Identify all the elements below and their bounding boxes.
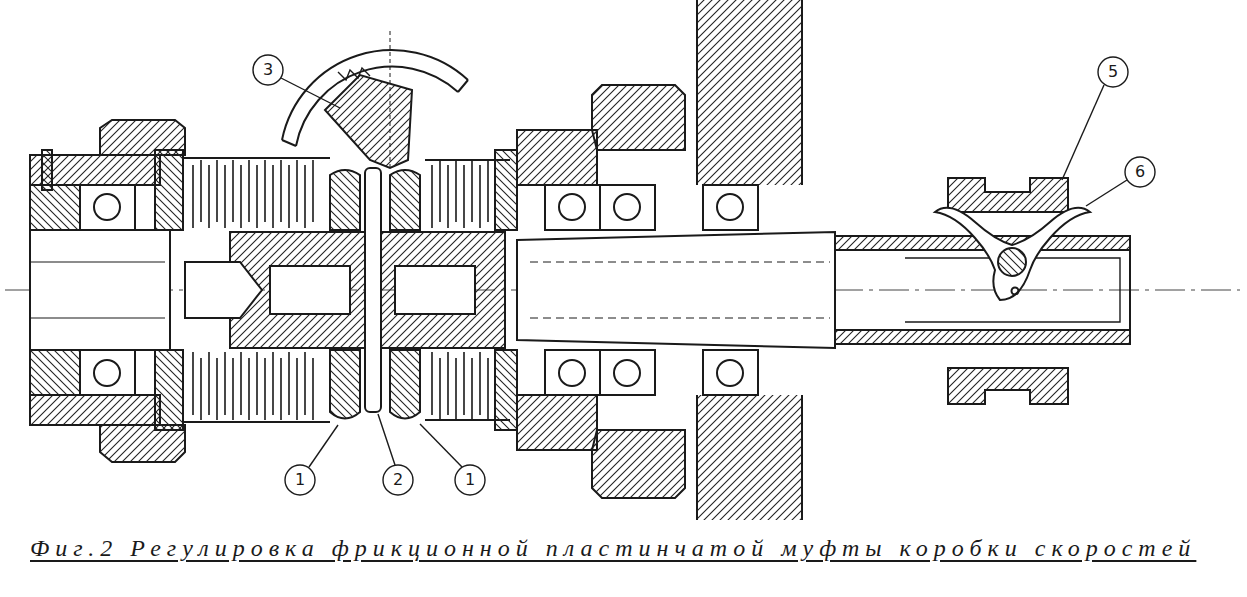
shift-fork-part [998,248,1026,276]
housing-wall-part [703,350,758,395]
right-clutch-pack [425,150,517,430]
clutch-hub-part [390,170,420,230]
right-gear-part [545,185,600,230]
callout-marks-part [383,465,413,495]
callout-marks-part [1086,180,1127,206]
right-gear-part [545,350,600,395]
right-gear-part [559,194,585,220]
left-clutch-pack-part [155,150,183,230]
callout-marks-part [455,465,485,495]
housing-wall-part [697,395,802,520]
shift-fork-part [935,208,1090,300]
callout-marks-part [281,78,340,108]
clutch-hub-part [365,168,381,412]
right-gear-part [600,350,655,395]
left-clutch-pack-part [183,157,330,159]
left-housing-part [94,194,120,220]
left-housing-part [30,317,165,318]
output-shaft-part [517,232,835,348]
callout-number: 6 [1135,164,1145,180]
left-housing [30,120,185,462]
left-clutch-pack-part [155,350,183,430]
callout-marks-part [378,414,395,465]
clutch-hub-part [270,266,350,314]
right-gear-part [517,395,597,450]
right-gear-part [592,430,685,498]
callout-marks-part [420,424,462,467]
left-housing-part [30,350,80,395]
right-clutch-pack-part [495,350,517,430]
housing-wall-part [801,395,803,520]
callout-marks-part [309,425,338,467]
adjusting-sector-part [325,75,412,168]
callout-marks [253,55,1155,495]
clutch-hub [185,168,505,419]
callout-marks-part [1098,57,1128,87]
sliding-gear-part [948,178,1068,212]
clutch-hub-part [185,262,262,318]
left-housing-part [30,261,165,262]
right-gear-part [592,85,685,150]
right-gear-part [614,194,640,220]
housing-wall-part [717,360,743,386]
clutch-hub-part [395,266,475,314]
shift-fork [935,208,1090,300]
left-housing-part [30,230,170,350]
callout-number: 1 [465,472,475,488]
callout-marks-part [253,55,283,85]
sliding-gear-part [948,368,1068,404]
left-housing-part [80,185,135,230]
callout-number: 2 [393,472,403,488]
figure-caption: Фиг.2 Регулировка фрикционной пластинчат… [30,535,1196,561]
housing-wall-part [703,185,758,230]
callout-marks-part [1125,157,1155,187]
output-shaft-part [1129,250,1131,330]
adjusting-sector-part [338,68,370,80]
right-gear-part [614,360,640,386]
right-gear-part [600,185,655,230]
housing-wall-part [696,395,698,520]
callout-number: 5 [1108,64,1118,80]
mechanism [5,0,1240,520]
right-clutch-pack-part [495,150,517,230]
shift-fork-part [1012,288,1019,295]
output-shaft-part [834,250,836,330]
right-gear-part [559,360,585,386]
clutch-hub-part [330,170,360,230]
left-clutch-pack-part [193,352,313,420]
housing-wall-part [696,0,698,185]
left-clutch-pack-part [193,160,313,228]
right-clutch-pack-part [432,160,488,228]
left-housing-part [94,360,120,386]
callout-marks-part [1062,85,1104,180]
adjusting-sector [282,30,468,168]
callout-marks-part [285,465,315,495]
housing-wall-part [801,0,803,185]
left-clutch-pack-part [183,421,330,423]
left-housing-part [80,350,135,395]
adjusting-sector-part [390,30,391,168]
output-shaft-part [835,330,1130,344]
right-clutch-pack-part [432,352,488,420]
clutch-hub-part [390,350,420,419]
output-shaft-part [530,318,830,319]
left-housing-part [30,395,160,425]
right-gear-part [517,130,597,185]
left-housing-part [30,185,80,230]
housing-wall-part [697,0,802,185]
clutch-hub-part [330,350,360,419]
housing-wall-part [717,194,743,220]
callout-number: 3 [263,62,273,78]
callout-number: 1 [295,472,305,488]
output-shaft-part [530,262,830,263]
